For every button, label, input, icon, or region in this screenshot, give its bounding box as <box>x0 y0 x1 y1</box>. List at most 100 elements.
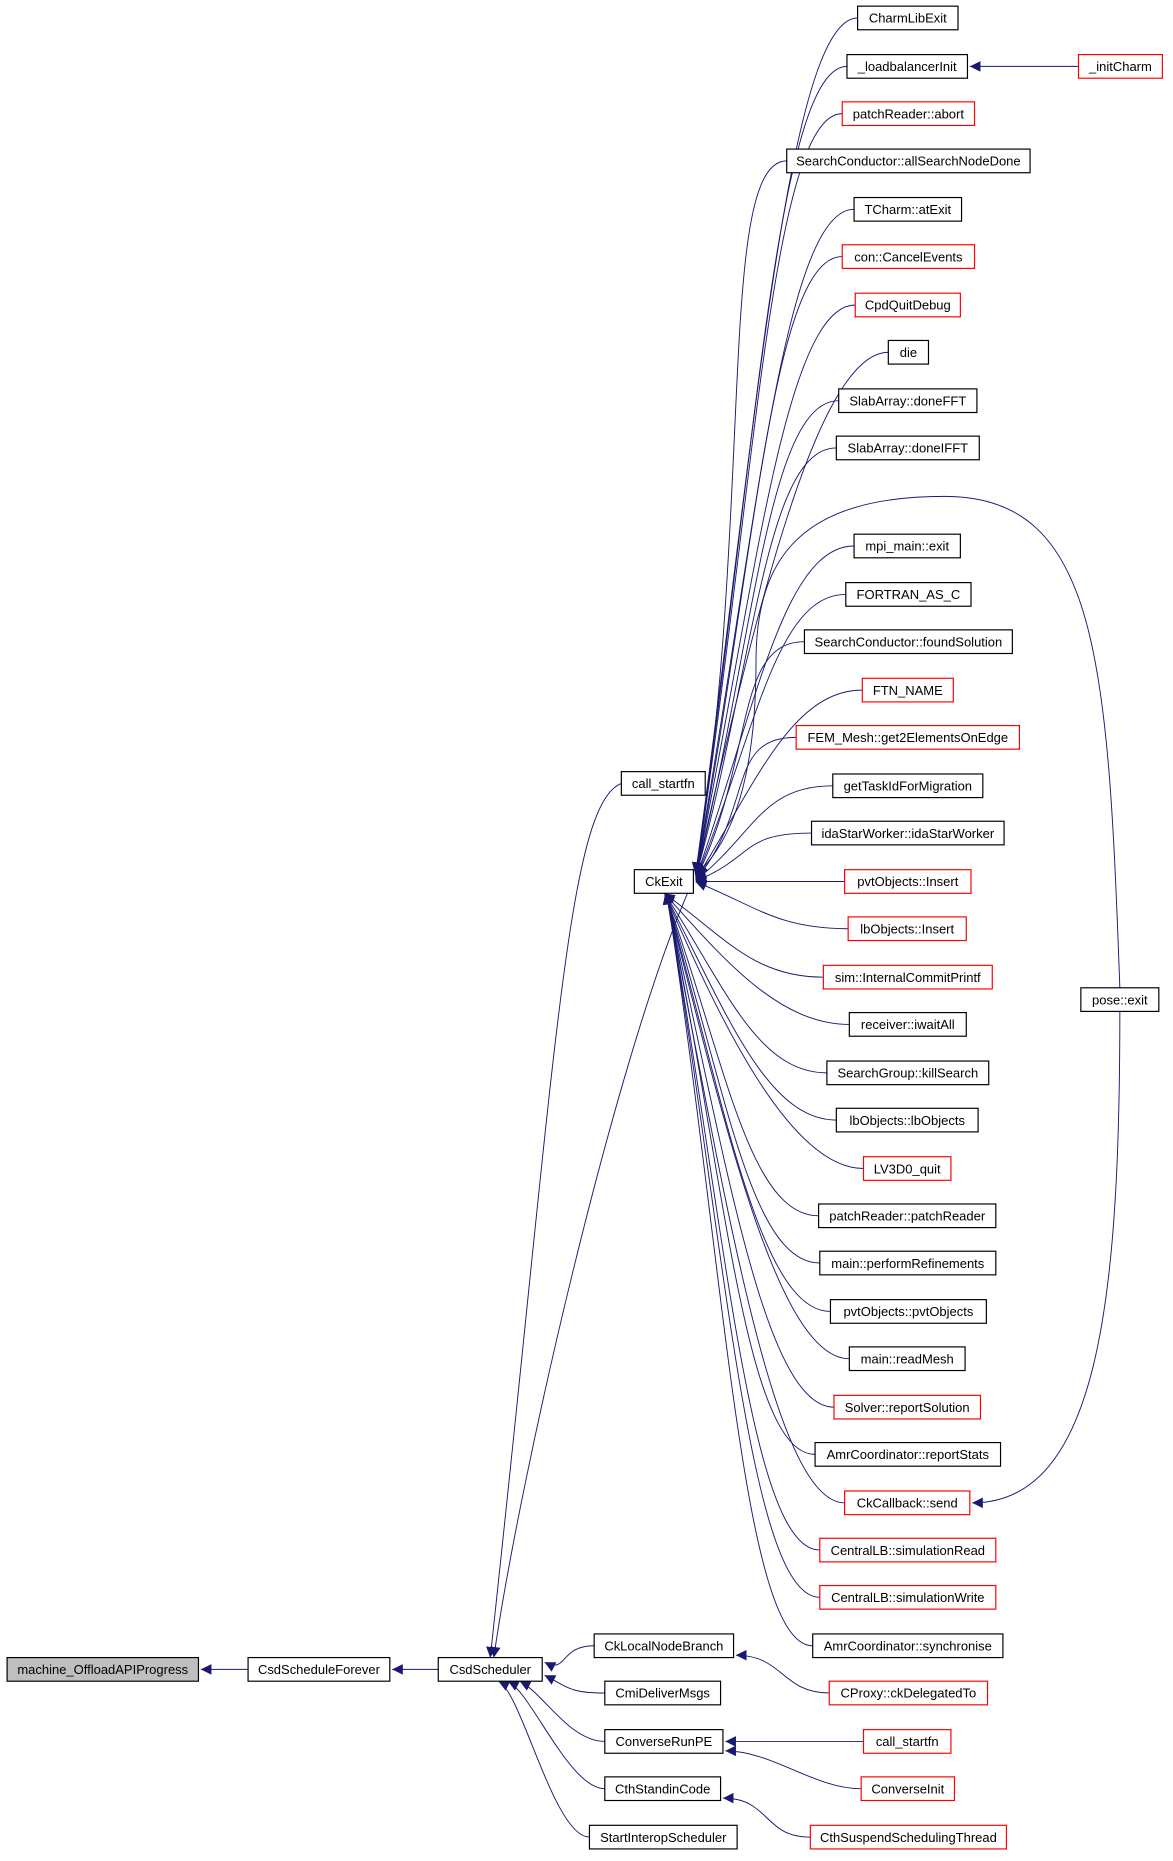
edge-n5-to-ckexit <box>692 256 843 876</box>
node-box <box>826 1060 990 1086</box>
graph-node-n24[interactable]: patchReader::patchReader <box>818 1203 997 1229</box>
graph-node-ckexit[interactable]: CkExit <box>633 869 694 894</box>
edge-ckexit-to-cs <box>490 893 688 1658</box>
graph-node-n1[interactable]: _loadbalancerInit <box>846 53 969 79</box>
graph-node-cklnb[interactable]: CkLocalNodeBranch <box>593 1633 735 1659</box>
edge-n28-to-ckexit <box>662 893 834 1408</box>
node-box <box>814 1441 1002 1467</box>
graph-node-callstart2[interactable]: call_startfn <box>862 1729 952 1754</box>
node-box <box>633 869 694 894</box>
node-label: AmrCoordinator::synchronise <box>824 1638 992 1653</box>
node-label: SearchConductor::allSearchNodeDone <box>796 154 1020 169</box>
edge-cproxy-to-cklnb <box>735 1649 830 1694</box>
graph-node-n6[interactable]: CpdQuitDebug <box>854 292 961 318</box>
node-label: pvtObjects::pvtObjects <box>843 1304 973 1319</box>
graph-node-csf[interactable]: CsdScheduleForever <box>247 1656 391 1682</box>
graph-node-n4[interactable]: TCharm::atExit <box>853 196 963 222</box>
graph-node-n27[interactable]: main::readMesh <box>848 1346 966 1372</box>
node-label: SearchGroup::killSearch <box>837 1066 978 1081</box>
node-box <box>860 1776 956 1802</box>
graph-node-n5[interactable]: con::CancelEvents <box>841 244 976 269</box>
node-label: getTaskIdForMigration <box>844 779 972 794</box>
node-box <box>841 244 976 269</box>
graph-node-n14[interactable]: FEM_Mesh::get2ElementsOnEdge <box>795 724 1021 750</box>
graph-node-n20[interactable]: receiver::iwaitAll <box>848 1012 967 1037</box>
edges <box>200 17 1121 1838</box>
graph-node-cs[interactable]: CsdScheduler <box>437 1656 543 1682</box>
graph-node-n26[interactable]: pvtObjects::pvtObjects <box>829 1299 987 1324</box>
graph-node-n23[interactable]: LV3D0_quit <box>862 1156 952 1181</box>
graph-node-callstart1[interactable]: call_startfn <box>620 771 706 796</box>
graph-node-n28[interactable]: Solver::reportSolution <box>833 1394 982 1420</box>
graph-node-n19[interactable]: sim::InternalCommitPrintf <box>822 964 993 990</box>
edge-n15-to-ckexit <box>695 785 833 881</box>
edge-n23-to-ckexit <box>664 893 864 1169</box>
node-label: receiver::iwaitAll <box>861 1017 955 1032</box>
graph-node-n10[interactable]: mpi_main::exit <box>853 533 961 559</box>
graph-node-n29[interactable]: AmrCoordinator::reportStats <box>814 1441 1002 1467</box>
edge-n21-to-ckexit <box>663 893 827 1074</box>
edge-n31-to-ckexit <box>662 893 820 1551</box>
node-box <box>854 292 961 318</box>
node-label: CpdQuitDebug <box>865 298 951 313</box>
graph-node-convinit[interactable]: ConverseInit <box>860 1776 956 1802</box>
graph-node-n7[interactable]: die <box>887 339 930 365</box>
node-label: sim::InternalCommitPrintf <box>835 970 981 985</box>
graph-node-root[interactable]: machine_OffloadAPIProgress <box>6 1656 200 1682</box>
node-box <box>593 1633 735 1659</box>
graph-node-cthsc[interactable]: CthStandinCode <box>604 1776 722 1802</box>
graph-node-n11[interactable]: FORTRAN_AS_C <box>845 582 972 607</box>
graph-node-n22[interactable]: lbObjects::lbObjects <box>835 1107 979 1133</box>
node-label: CentralLB::simulationWrite <box>831 1590 984 1605</box>
edge-n2-to-ckexit <box>692 113 843 874</box>
graph-node-n15[interactable]: getTaskIdForMigration <box>832 773 984 799</box>
edge-n20-to-ckexit <box>663 892 850 1025</box>
graph-node-n31[interactable]: CentralLB::simulationRead <box>819 1537 997 1563</box>
node-label: CkLocalNodeBranch <box>604 1638 723 1653</box>
graph-node-n21[interactable]: SearchGroup::killSearch <box>826 1060 990 1086</box>
node-box <box>857 5 959 31</box>
graph-node-n9[interactable]: SlabArray::doneIFFT <box>835 435 980 461</box>
graph-node-n25[interactable]: main::performRefinements <box>819 1250 997 1276</box>
node-label: call_startfn <box>632 776 695 791</box>
edge-n4-to-ckexit <box>692 208 855 875</box>
node-label: FTN_NAME <box>873 683 943 698</box>
node-label: CentralLB::simulationRead <box>831 1543 985 1558</box>
node-box <box>862 1729 952 1754</box>
graph-node-crpe[interactable]: ConverseRunPE <box>604 1729 724 1754</box>
edge-n24-to-ckexit <box>663 893 819 1217</box>
graph-node-cthsst[interactable]: CthSuspendSchedulingThread <box>809 1824 1008 1850</box>
node-box <box>847 916 967 942</box>
edge-poseexit-to-ckexit <box>696 495 1121 988</box>
graph-node-n32[interactable]: CentralLB::simulationWrite <box>819 1584 997 1610</box>
node-label: CmiDeliverMsgs <box>615 1686 710 1701</box>
graph-node-n8[interactable]: SlabArray::doneFFT <box>838 388 978 414</box>
graph-node-cproxy[interactable]: CProxy::ckDelegatedTo <box>828 1680 989 1706</box>
graph-node-n12[interactable]: SearchConductor::foundSolution <box>803 629 1013 655</box>
node-label: ConverseInit <box>871 1781 944 1796</box>
graph-node-n33[interactable]: AmrCoordinator::synchronise <box>812 1633 1004 1659</box>
node-label: _initCharm <box>1088 59 1152 74</box>
node-box <box>862 1156 952 1181</box>
node-label: idaStarWorker::idaStarWorker <box>821 826 994 841</box>
edge-sis-to-cs <box>498 1680 590 1838</box>
graph-node-n16[interactable]: idaStarWorker::idaStarWorker <box>810 820 1005 846</box>
graph-node-n3[interactable]: SearchConductor::allSearchNodeDone <box>786 148 1031 174</box>
graph-node-sis[interactable]: StartInteropScheduler <box>588 1824 738 1850</box>
graph-node-n2[interactable]: patchReader::abort <box>841 101 976 127</box>
graph-node-n0[interactable]: CharmLibExit <box>857 5 959 31</box>
graph-node-n17[interactable]: pvtObjects::Insert <box>844 869 972 894</box>
graph-node-initcharm[interactable]: _initCharm <box>1077 53 1163 79</box>
node-box <box>835 1107 979 1133</box>
graph-node-poseexit[interactable]: pose::exit <box>1080 987 1160 1013</box>
graph-node-n13[interactable]: FTN_NAME <box>861 677 954 703</box>
graph-node-cmidm[interactable]: CmiDeliverMsgs <box>604 1680 722 1706</box>
graph-node-n18[interactable]: lbObjects::Insert <box>847 916 967 942</box>
node-box <box>822 964 993 990</box>
node-label: AmrCoordinator::reportStats <box>827 1447 990 1462</box>
node-box <box>809 1824 1008 1850</box>
node-label: call_startfn <box>876 1734 939 1749</box>
node-box <box>803 629 1013 655</box>
edge-n8-to-ckexit <box>693 400 839 877</box>
graph-node-n30[interactable]: CkCallback::send <box>844 1490 971 1516</box>
